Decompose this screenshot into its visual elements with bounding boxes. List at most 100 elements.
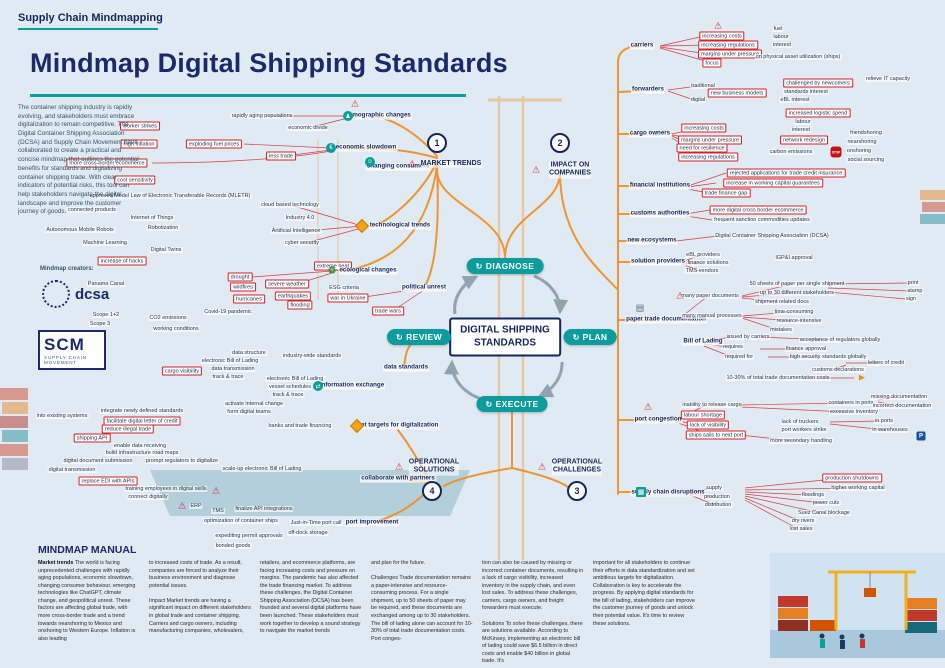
mindmap-node: social sourcing [846,156,886,164]
mindmap-node: bonded goods [214,542,252,550]
mindmap-node: customs authorities [629,209,691,218]
mindmap-node: Digital Twins [149,246,183,254]
mindmap-node: flooding [287,300,313,310]
mindmap-node: finance solutions [686,259,730,267]
mindmap-node: Artificial Intelligence [270,227,322,235]
carriers-warning-icon: ⚠ [713,20,723,31]
mindmap-node: collaborate with partners [360,474,436,483]
erp-warning-icon: ⚠ [177,500,187,511]
mindmap-node: missing documentation [869,393,929,401]
mindmap-node: lost sales [788,525,814,533]
mindmap-node: standards interest [783,88,829,96]
manual-column: important for all stakeholders to contin… [593,560,695,627]
dcsa-wordmark: dcsa [75,285,110,303]
mindmap-node: supply [705,484,723,492]
scale-up-warning-icon: ⚠ [211,485,221,496]
section-warning-icon: ⚠ [531,164,541,175]
mindmap-node: paper trade documentation [625,315,707,324]
mindmap-node: up to 30 different stakeholders [759,289,835,297]
mindmap-node: 10-30% of total trade documentation cost… [725,374,831,382]
mindmap-node: excessive inventory [829,408,879,416]
supply-disruptions-icon: ▦ [636,487,646,497]
mindmap-node: earthquakes [274,291,312,301]
mindmap-node: production shutdowns [822,473,882,483]
mindmap-node: solution providers [630,257,686,266]
mindmap-node: more digital cross border ecommerce [709,205,807,215]
mindmap-node: Panama Canal [86,280,126,288]
economic-slowdown-icon: € [326,143,336,153]
demographic-icon: ♟ [343,111,353,121]
mindmap-node: hurricanes [233,294,265,304]
mindmap-node: friendshoring [849,129,883,137]
mindmap-node: set targets for digitalization [356,421,440,430]
review-pill: ↻ REVIEW [386,329,452,345]
mindmap-node: war in Ukraine [327,293,369,303]
mindmap-node: many paper documents [680,292,740,300]
mindmap-node: eBL providers [685,251,721,259]
mindmap-node: connected products [66,206,118,214]
mindmap-node: cargo owners [628,129,672,138]
section-warning-icon: ⚠ [394,461,404,472]
changing-consumers-icon: ☺ [365,157,375,167]
mindmap-node: lack of visibility [686,420,730,430]
cycle-arrow-icon: ↻ [572,332,580,342]
paper-docs-warning-icon: ⚠ [675,290,685,301]
mindmap-node: data structure [231,349,267,357]
mindmap-node: time-consuming [773,308,815,316]
mindmap-node: extreme heat [313,261,353,271]
creators-label: Mindmap creators: [40,266,94,272]
manual-column: Market trends The world is facing unprec… [38,560,136,642]
parking-icon: P [916,431,926,441]
mindmap-node: digital transmission [47,466,97,474]
mindmap-node: cloud based technology [260,201,320,209]
mindmap-node: labour [772,33,790,41]
mindmap-node: increase of hacks [97,256,147,266]
mindmap-node: cargo visibility [161,366,203,376]
mindmap-node: floodings [800,491,826,499]
mindmap-node: port improvement [344,518,400,527]
mindmap-node: increase in working capital guarantees [723,178,823,188]
mindmap-node: reduce illegal trade [101,424,155,434]
demographic-warning-icon: ⚠ [350,98,360,109]
port-scene-illustration [770,553,945,658]
mindmap-node: vessel schedules [268,383,312,391]
mindmap-node: exploding fuel prices [185,139,243,149]
mindmap-node: technological trends [368,221,432,230]
mindmap-node: in ports [873,417,895,425]
mindmap-node: finalize API integrations [234,505,294,513]
mindmap-node: Machine Learning [82,239,128,247]
mindmap-node: sign [904,295,918,303]
mindmap-node: CO2 emissions [148,314,188,322]
central-hub: DIGITAL SHIPPING STANDARDS [449,317,561,357]
mindmap-node: shipping API [73,433,111,443]
cycle-arrow-icon: ↻ [395,332,404,342]
mindmap-node: relieve IT capacity [864,75,912,83]
section-warning-icon: ⚠ [407,158,417,169]
mindmap-node: build infrastructure road maps [104,449,180,457]
mindmap-node: network redesign [780,135,828,145]
mindmap-node: digital [689,96,707,104]
manual-column: retailers, and ecommerce platforms, are … [260,560,362,635]
mindmap-node: acceptance of regulators globally [798,336,882,344]
mindmap-node: many manual processes [681,312,743,320]
mindmap-node: new ecosystems [626,236,678,245]
mindmap-node: trade wars [372,306,404,316]
red-branch-lines [151,35,911,530]
dcsa-logo: dcsa [42,280,109,308]
plan-pill: ↻ PLAN [563,329,617,345]
mindmap-node: worker strikes [120,121,160,131]
mindmap-node: replace EDI with APIs [78,476,138,486]
mindmap-node: Suez Canal blockage [797,509,851,517]
mindmap-node: labour [794,118,812,126]
mindmap-node: lack of truckers [780,418,820,426]
mindmap-node: Bill of Lading [682,337,724,346]
mindmap-node: labour shortage [680,410,726,420]
mindmap-node: changing consumers [365,162,431,171]
mindmap-node: carbon emissions [768,148,814,156]
mindmap-node: frequent sanction commodities updates [713,216,811,224]
mindmap-node: inability to release cargo [681,401,743,409]
intro-paragraph: The container shipping industry is rapid… [18,104,139,216]
manual-columns: Market trends The world is facing unprec… [38,560,738,666]
mindmap-node: data transmission [210,365,256,373]
